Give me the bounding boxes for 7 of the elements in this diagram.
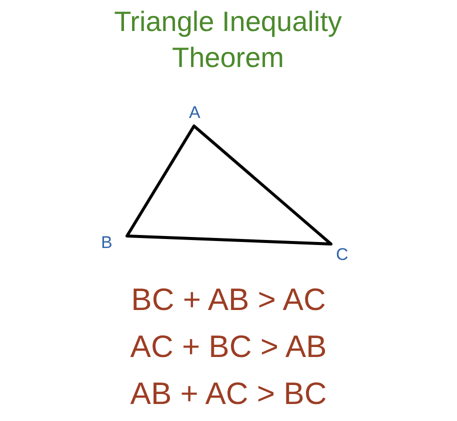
vertex-label: A: [189, 104, 200, 122]
inequality-text: AB + AC > BC: [130, 376, 327, 412]
title: Triangle Inequality Theorem: [113, 5, 343, 75]
vertex-label: B: [101, 234, 112, 252]
inequality-text: AC + BC > AB: [130, 329, 327, 365]
inequality-text: BC + AB > AC: [131, 282, 326, 318]
vertex-label: C: [336, 246, 348, 264]
